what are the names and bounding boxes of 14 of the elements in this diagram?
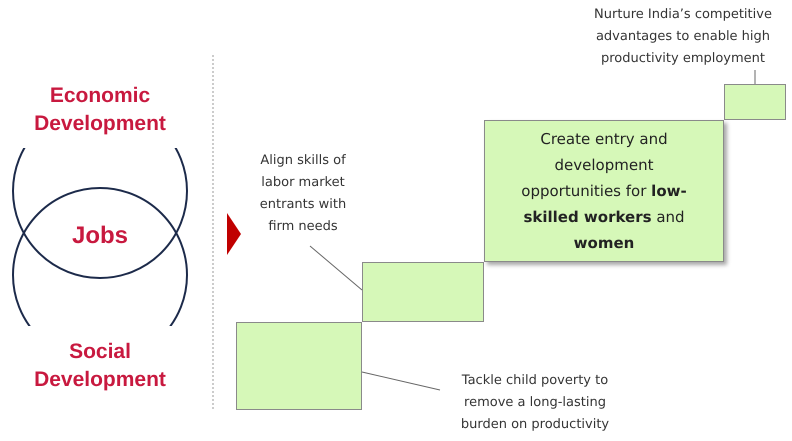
step-box <box>362 262 484 322</box>
leader-line <box>310 246 362 290</box>
leader-line <box>362 372 440 390</box>
venn-label: Economic Development <box>33 83 167 137</box>
callout-text: Tackle child poverty to remove a long-lasting burden on productivity <box>440 370 630 438</box>
venn-label: Jobs <box>70 222 129 250</box>
step-text: Create entry and development opportunities for low-skilled workers and women <box>520 129 688 254</box>
callout-text: Align skills of labor market entrants with firm needs <box>248 150 358 246</box>
leader-line <box>754 70 756 84</box>
step-box <box>484 120 724 262</box>
step-box <box>724 84 786 120</box>
venn-label: Social Development <box>33 339 167 393</box>
step-box <box>236 322 362 410</box>
callout-text: Nurture India’s competitive advantages to enable high productivity employment <box>578 4 788 70</box>
